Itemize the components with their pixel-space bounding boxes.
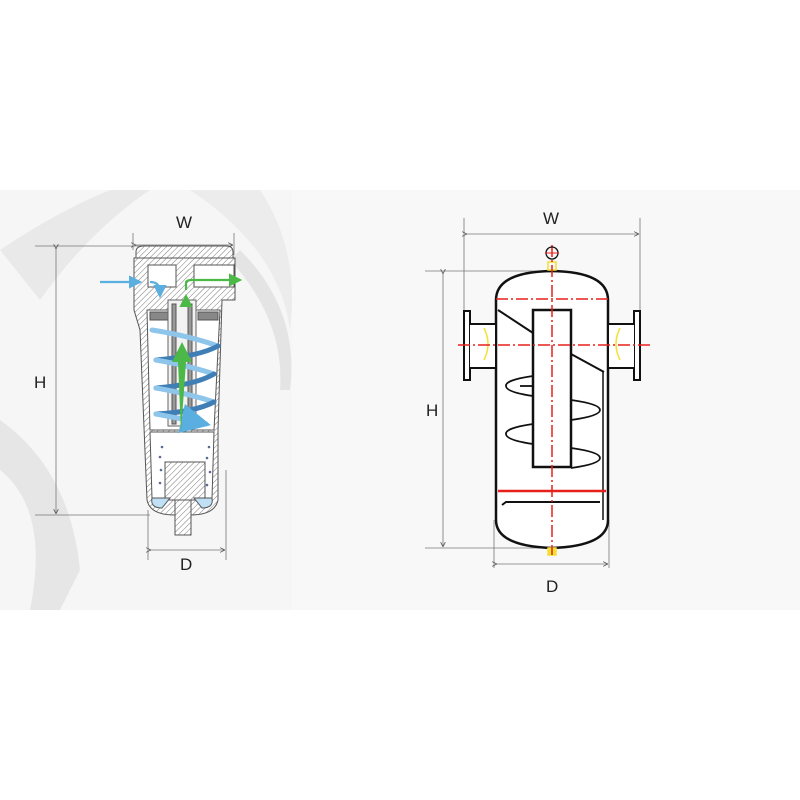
left-dimension-lines	[35, 233, 235, 560]
lifting-lug	[545, 246, 559, 260]
right-dimension-lines	[425, 218, 641, 568]
centerlines	[458, 245, 650, 555]
vortex-airflow	[149, 327, 221, 434]
left-separator-diagram	[35, 233, 243, 560]
water-droplets	[158, 445, 212, 487]
right-separator-diagram	[425, 218, 650, 568]
outlet-arrow	[179, 273, 243, 307]
left-width-label: W	[176, 213, 193, 232]
right-height-label: H	[426, 401, 439, 420]
right-width-label: W	[543, 209, 560, 228]
inlet-arrow	[100, 275, 167, 299]
clean-air-upflow-arrow	[172, 342, 192, 432]
separator-housing	[133, 245, 236, 536]
right-diameter-label: D	[546, 577, 559, 596]
left-height-label: H	[34, 373, 47, 392]
helical-baffles	[505, 375, 601, 469]
left-diameter-label: D	[180, 555, 193, 574]
